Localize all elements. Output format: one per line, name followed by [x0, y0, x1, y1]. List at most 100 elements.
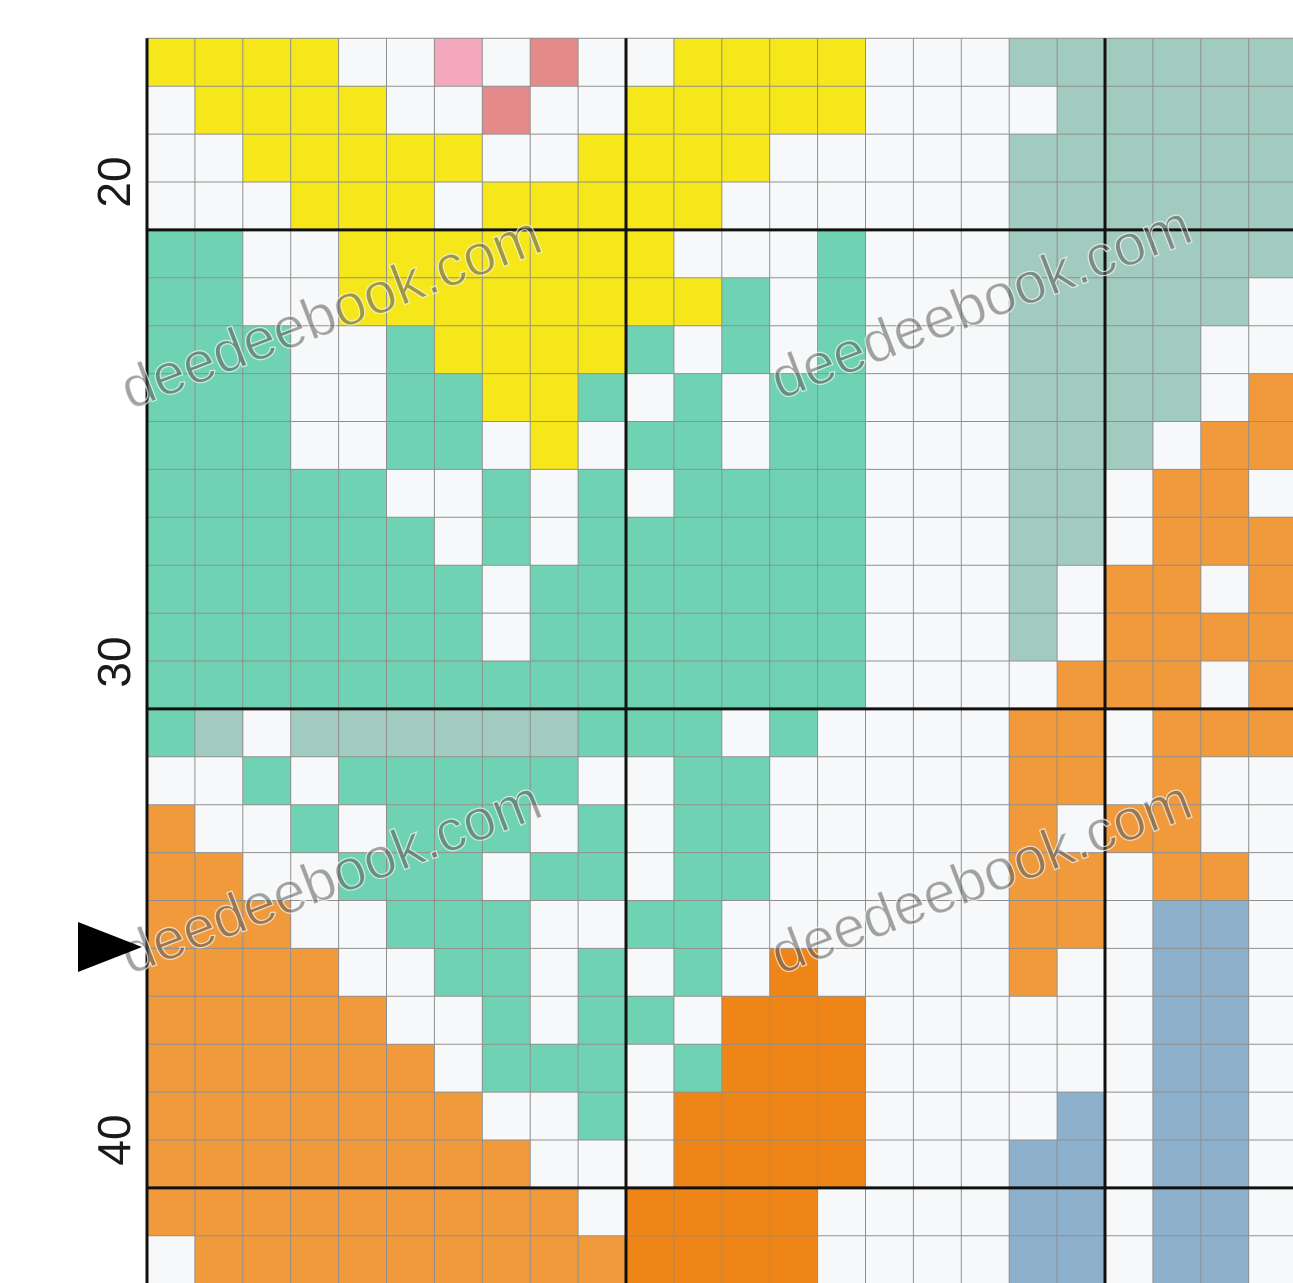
stitch-cell [291, 182, 339, 230]
stitch-cell [339, 1140, 387, 1188]
stitch-cell [818, 1188, 866, 1236]
stitch-cell [1153, 1236, 1201, 1283]
stitch-cell [147, 853, 195, 901]
stitch-cell [530, 278, 578, 326]
stitch-cell [147, 709, 195, 757]
stitch-cell [674, 709, 722, 757]
stitch-cell [1009, 565, 1057, 613]
stitch-cell [818, 469, 866, 517]
stitch-cell [866, 1188, 914, 1236]
stitch-cell [1105, 565, 1153, 613]
stitch-cell [722, 1236, 770, 1283]
stitch-cell [1009, 374, 1057, 422]
stitch-cell [1153, 86, 1201, 134]
stitch-cell [674, 38, 722, 86]
stitch-cell [339, 1092, 387, 1140]
stitch-cell [770, 134, 818, 182]
stitch-cell [1153, 374, 1201, 422]
stitch-cell [866, 230, 914, 278]
stitch-cell [722, 517, 770, 565]
stitch-cell [1057, 1044, 1105, 1092]
stitch-cell [818, 613, 866, 661]
stitch-cell [530, 996, 578, 1044]
stitch-cell [243, 1092, 291, 1140]
stitch-cell [482, 1188, 530, 1236]
stitch-cell [243, 1188, 291, 1236]
stitch-cell [1249, 230, 1293, 278]
stitch-cell [1249, 517, 1293, 565]
stitch-cell [626, 374, 674, 422]
stitch-cell [961, 86, 1009, 134]
stitch-cell [578, 86, 626, 134]
stitch-cell [1057, 709, 1105, 757]
stitch-cell [530, 613, 578, 661]
stitch-cell [818, 996, 866, 1044]
stitch-cell [243, 38, 291, 86]
stitch-cell [866, 38, 914, 86]
stitch-cell [195, 1092, 243, 1140]
stitch-cell [291, 230, 339, 278]
stitch-cell [866, 757, 914, 805]
stitch-cell [1057, 469, 1105, 517]
stitch-cell [626, 565, 674, 613]
stitch-cell [1201, 1092, 1249, 1140]
stitch-cell [961, 613, 1009, 661]
stitch-cell [243, 757, 291, 805]
stitch-cell [1105, 422, 1153, 470]
stitch-cell [1009, 86, 1057, 134]
stitch-cell [1009, 517, 1057, 565]
stitch-cell [434, 1092, 482, 1140]
stitch-cell [961, 948, 1009, 996]
stitch-cell [434, 1140, 482, 1188]
stitch-cell [434, 565, 482, 613]
stitch-cell [578, 996, 626, 1044]
stitch-cell [530, 709, 578, 757]
stitch-cell [913, 230, 961, 278]
stitch-cell [1105, 517, 1153, 565]
stitch-cell [626, 853, 674, 901]
stitch-cell [1153, 422, 1201, 470]
stitch-cell [722, 278, 770, 326]
stitch-cell [195, 422, 243, 470]
stitch-cell [530, 326, 578, 374]
stitch-cell [722, 182, 770, 230]
stitch-cell [1201, 901, 1249, 949]
stitch-cell [674, 374, 722, 422]
stitch-cell [530, 1044, 578, 1092]
stitch-cell [1249, 948, 1293, 996]
stitch-cell [722, 996, 770, 1044]
stitch-cell [1009, 1044, 1057, 1092]
stitch-cell [578, 517, 626, 565]
stitch-cell [818, 422, 866, 470]
stitch-cell [387, 1140, 435, 1188]
stitch-cell [147, 469, 195, 517]
stitch-cell [578, 374, 626, 422]
stitch-cell [147, 1044, 195, 1092]
stitch-cell [147, 996, 195, 1044]
stitch-cell [530, 86, 578, 134]
stitch-cell [818, 517, 866, 565]
stitch-cell [1105, 709, 1153, 757]
stitch-cell [1201, 422, 1249, 470]
stitch-cell [1249, 1140, 1293, 1188]
stitch-cell [530, 1092, 578, 1140]
stitch-cell [626, 1236, 674, 1283]
stitch-cell [1201, 757, 1249, 805]
stitch-cell [482, 469, 530, 517]
stitch-cell [482, 661, 530, 709]
stitch-cell [530, 1236, 578, 1283]
stitch-cell [722, 853, 770, 901]
stitch-cell [913, 661, 961, 709]
stitch-cell [722, 230, 770, 278]
stitch-cell [530, 422, 578, 470]
stitch-cell [387, 709, 435, 757]
stitch-cell [1153, 613, 1201, 661]
stitch-cell [434, 38, 482, 86]
stitch-cell [626, 230, 674, 278]
stitch-cell [147, 613, 195, 661]
stitch-cell [1153, 469, 1201, 517]
stitch-cell [1105, 613, 1153, 661]
stitch-cell [913, 1044, 961, 1092]
stitch-cell [1249, 661, 1293, 709]
